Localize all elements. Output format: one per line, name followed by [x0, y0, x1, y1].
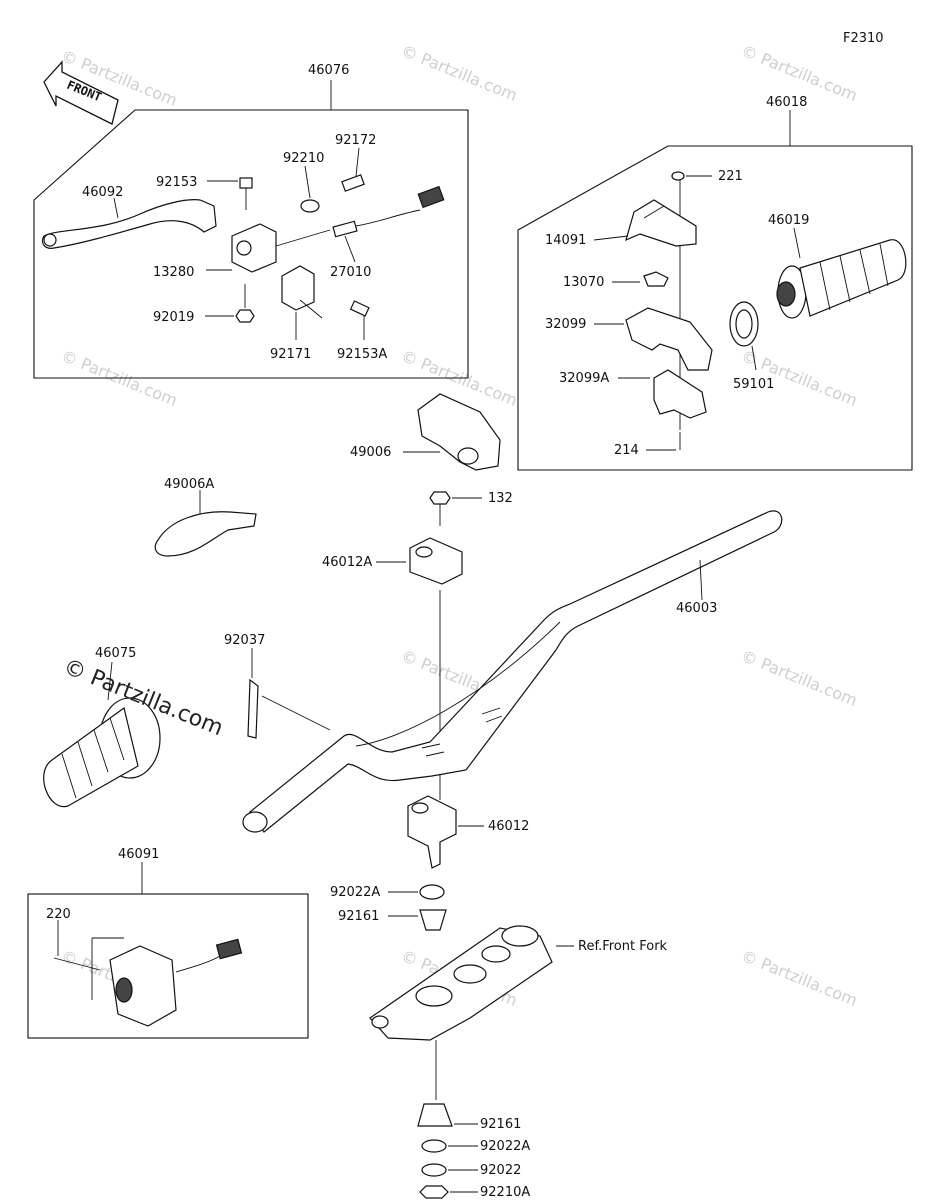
group-frame	[33, 109, 469, 379]
bolt-132: 132	[429, 491, 513, 526]
part-label: 49006	[350, 445, 391, 460]
part-label: Ref.Front Fork	[578, 939, 668, 954]
part-label: 46019	[768, 213, 809, 228]
left-grip-46075: 46075 © Partzilla.com	[43, 646, 227, 808]
part-label: 92210	[283, 151, 324, 166]
upper-clamp-46012A: 46012A	[322, 537, 463, 585]
part-label: 92153A	[337, 347, 387, 362]
part-label: 13070	[563, 275, 604, 290]
switch-group: 46091 220	[27, 847, 309, 1039]
watermark: © Partzilla.com	[739, 646, 861, 710]
part-label: 92019	[153, 310, 194, 325]
lever-holder	[231, 223, 277, 273]
part-label: 49006A	[164, 477, 214, 492]
clutch-lever-group: 46076 46092 92153 92210 92172 27010 1328…	[33, 63, 469, 379]
part-label: 220	[46, 907, 71, 922]
diagram-code: F2310	[843, 31, 884, 46]
part-label: 92210A	[480, 1185, 530, 1200]
part-label: 46003	[676, 601, 717, 616]
throttle-grip	[776, 239, 907, 319]
part-label: 32099A	[559, 371, 609, 386]
throttle-group: 46018 221 14091 13070 32099 32099A 214	[517, 95, 913, 471]
clutch-lever	[41, 199, 217, 249]
part-label: 13280	[153, 265, 194, 280]
part-label: 221	[718, 169, 743, 184]
part-label: 46018	[766, 95, 807, 110]
part-label: 92022A	[330, 885, 380, 900]
group-frame	[27, 893, 309, 1039]
bracket-49006: 49006	[350, 393, 501, 471]
part-label: 14091	[545, 233, 586, 248]
part-label: 46012	[488, 819, 529, 834]
throttle-housing	[625, 307, 713, 371]
part-label: 92022	[480, 1163, 521, 1178]
part-label: 92037	[224, 633, 265, 648]
part-label: 46075	[95, 646, 136, 661]
part-label: 92161	[480, 1117, 521, 1132]
part-label: 46091	[118, 847, 159, 862]
clip-92037: 92037	[224, 633, 331, 739]
watermark: © Partzilla.com	[399, 41, 521, 105]
watermark: © Partzilla.com	[739, 946, 861, 1010]
part-label: 92172	[335, 133, 376, 148]
part-label: 27010	[330, 265, 371, 280]
part-label: 92022A	[480, 1139, 530, 1154]
guard-49006A: 49006A	[154, 477, 257, 557]
handlebar-46003: 46003	[242, 510, 783, 833]
engine-stop-switch	[109, 945, 177, 1027]
part-label: 46092	[82, 185, 123, 200]
part-label: 46012A	[322, 555, 372, 570]
part-label: 132	[488, 491, 513, 506]
part-label: 92153	[156, 175, 197, 190]
part-label: 92171	[270, 347, 311, 362]
handlebar	[249, 510, 783, 833]
triple-clamp: Ref.Front Fork	[369, 925, 668, 1041]
lower-clamp-46012: 46012	[407, 795, 529, 869]
part-label: 32099	[545, 317, 586, 332]
part-label: 59101	[733, 377, 774, 392]
part-label: 214	[614, 443, 639, 458]
part-label: 46076	[308, 63, 349, 78]
part-label: 92161	[338, 909, 379, 924]
group-frame	[517, 145, 913, 471]
